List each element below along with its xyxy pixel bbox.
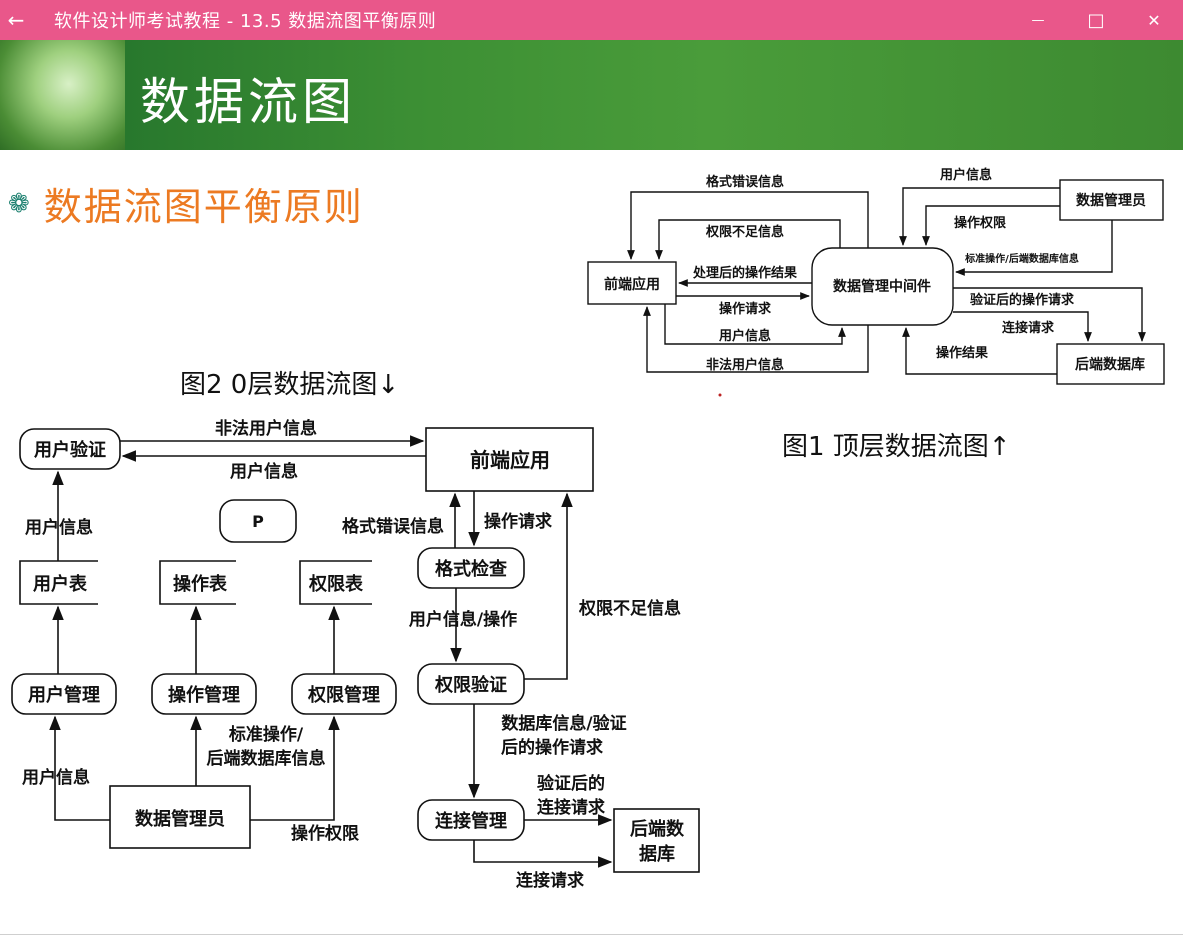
fig1-flow-insufficient-perm: [655, 219, 841, 260]
fig2-flow-format-error-label: 格式错误信息: [342, 516, 444, 537]
fig1-flow-admin-user-info: [899, 187, 1060, 246]
fig2-flow-db-info-label-line2: 后的操作请求: [501, 737, 603, 758]
fig2-flow-user-info-op-label: 用户信息/操作: [409, 609, 517, 630]
fig2-perm-verify-box: [417, 663, 525, 705]
fig1-flow-admin-user-info-label: 用户信息: [939, 167, 992, 183]
fig1-frontend-box: [587, 261, 677, 305]
fig2-op-table-label: 操作表: [173, 573, 228, 595]
window-title: 软件设计师考试教程 - 13.5 数据流图平衡原则: [54, 11, 437, 32]
fig2-p-label: P: [252, 512, 264, 531]
fig2-user-verify-box: [19, 428, 121, 470]
fig1-middleware-label: 数据管理中间件: [833, 278, 931, 295]
fig2-backend-box: [613, 808, 700, 873]
fig2-flow-insufficient-perm-label: 权限不足信息: [578, 598, 681, 619]
fig2-user-verify-label: 用户验证: [34, 439, 106, 461]
fig1-flow-std-op-label: 标准操作/后端数据库信息: [964, 252, 1079, 265]
fig1-flow-verified-request-label: 验证后的操作请求: [970, 292, 1075, 308]
fig2-user-mgmt-label: 用户管理: [28, 684, 100, 706]
maximize-icon[interactable]: □: [1087, 9, 1105, 31]
figure-1-context-diagram: [587, 179, 1165, 385]
fig2-admin-box: [109, 785, 251, 849]
figure-2-level0-diagram: [11, 427, 700, 873]
fig1-flow-op-permission: [922, 205, 1060, 246]
fig1-flow-user-info-label: 用户信息: [718, 328, 771, 344]
fig2-flow-user-info-bottom: [49, 715, 110, 821]
fig2-format-check-label: 格式检查: [435, 558, 507, 580]
minimize-icon[interactable]: —: [1031, 12, 1045, 28]
fig2-backend-label-line1: 后端数: [630, 818, 685, 840]
fig1-flow-op-result-label: 操作结果: [936, 345, 988, 361]
fig2-flow-op-request-label: 操作请求: [484, 511, 552, 532]
fig2-p-box: [219, 499, 297, 543]
seedling-image: [0, 40, 125, 150]
fig2-perm-mgmt-box: [291, 673, 397, 715]
fig1-flow-illegal-user-label: 非法用户信息: [706, 357, 784, 373]
fig2-flow-illegal-user-label: 非法用户信息: [215, 418, 317, 439]
close-icon[interactable]: ✕: [1147, 10, 1161, 30]
fig1-flow-std-op: [955, 220, 1113, 276]
fig1-caption: 图1 顶层数据流图↑: [782, 432, 1011, 462]
fig1-flow-processed-result-label: 处理后的操作结果: [692, 265, 797, 281]
flower-bullet-icon: ❁: [8, 188, 30, 219]
fig2-perm-verify-label: 权限验证: [434, 674, 507, 696]
fig1-backend-label: 后端数据库: [1075, 356, 1145, 373]
fig2-caption: 图2 0层数据流图↓: [180, 370, 399, 400]
fig1-flow-op-permission-label: 操作权限: [954, 215, 1007, 231]
fig1-flow-op-request-label: 操作请求: [719, 301, 772, 317]
fig1-flow-format-error-label: 格式错误信息: [706, 174, 784, 190]
fig2-flow-verified-conn-label-line2: 连接请求: [537, 797, 605, 818]
fig2-conn-mgmt-label: 连接管理: [435, 810, 507, 832]
fig2-user-table-label: 用户表: [33, 573, 88, 595]
fig2-flow-connect-request-label: 连接请求: [516, 870, 584, 891]
fig2-op-table-store: [159, 560, 236, 605]
fig1-backend-box: [1056, 343, 1165, 385]
fig1-flow-connect-request: [953, 311, 1092, 342]
subtitle-text: 数据流图平衡原则: [43, 185, 364, 229]
back-arrow-icon[interactable]: ←: [7, 8, 25, 32]
fig1-flow-connect-request-label: 连接请求: [1002, 320, 1055, 336]
fig2-flow-verified-conn-label-line1: 验证后的: [537, 773, 605, 794]
fig2-op-mgmt-label: 操作管理: [168, 684, 240, 706]
fig2-frontend-box: [425, 427, 594, 492]
fig1-frontend-label: 前端应用: [604, 276, 660, 293]
fig1-flow-insufficient-perm-label: 权限不足信息: [705, 224, 784, 240]
fig1-flow-format-error: [627, 191, 869, 260]
fig2-op-mgmt-box: [151, 673, 257, 715]
fig2-perm-mgmt-label: 权限管理: [307, 684, 380, 706]
title-bar: ← 软件设计师考试教程 - 13.5 数据流图平衡原则 — □ ✕: [0, 0, 1183, 40]
fig2-flow-user-info-bottom-label: 用户信息: [22, 767, 90, 788]
fig2-perm-table-label: 权限表: [308, 573, 364, 595]
fig2-flow-db-info-label-line1: 数据库信息/验证: [501, 713, 626, 734]
fig2-frontend-label: 前端应用: [470, 448, 550, 472]
bottom-divider: [0, 934, 1183, 935]
fig2-flow-connect-request: [473, 840, 613, 868]
fig2-flow-insufficient-perm: [524, 492, 573, 680]
fig1-admin-label: 数据管理员: [1076, 192, 1146, 209]
fig2-perm-table-store: [299, 560, 372, 605]
fig2-user-mgmt-box: [11, 673, 117, 715]
fig2-flow-user-info-left-label: 用户信息: [25, 517, 93, 538]
fig2-backend-label-line2: 据库: [639, 843, 675, 865]
fig2-format-check-box: [417, 547, 525, 589]
fig2-admin-label: 数据管理员: [135, 808, 225, 830]
fig2-user-table-store: [19, 560, 98, 605]
fig1-flow-verified-request: [953, 287, 1146, 342]
window-controls: — □ ✕: [1009, 0, 1183, 40]
slide-subtitle: ❁ 数据流图平衡原则: [8, 176, 364, 231]
slide-heading: 数据流图: [140, 73, 356, 131]
fig2-flow-std-op-label-line1: 标准操作/: [229, 724, 304, 745]
fig1-flow-user-info: [664, 304, 846, 345]
fig2-flow-op-permission: [250, 715, 340, 821]
fig1-middleware-box: [811, 247, 954, 326]
fig2-flow-op-permission-label: 操作权限: [291, 823, 359, 844]
fig2-flow-user-info-top-label: 用户信息: [230, 461, 298, 482]
stray-dot: [718, 393, 722, 397]
slide-banner: 数据流图: [0, 40, 1183, 150]
fig1-flow-illegal-user: [643, 306, 869, 373]
fig2-flow-std-op-label-line2: 后端数据库信息: [207, 748, 326, 769]
fig1-flow-op-result: [902, 327, 1057, 375]
